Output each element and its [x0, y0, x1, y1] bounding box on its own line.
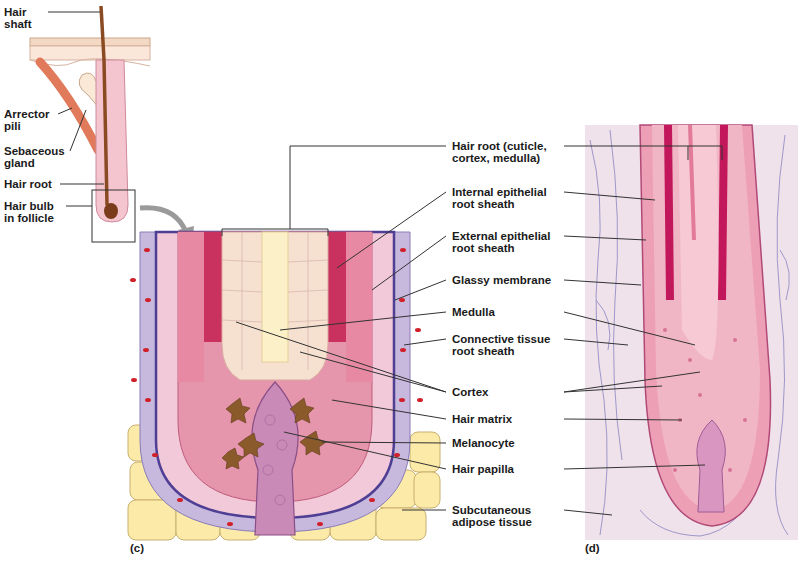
part-label: Hair matrix [452, 413, 560, 425]
leader-lines-d [564, 146, 705, 515]
leader-lines-left [48, 12, 104, 206]
hair-bulb-drawing [130, 229, 423, 535]
part-label: Arrector pili [4, 108, 58, 132]
leader-lines-c [236, 146, 446, 510]
part-label: Glassy membrane [452, 274, 560, 286]
part-label: Connective tissue root sheath [452, 333, 560, 357]
part-label: Internal epithelial root sheath [452, 186, 560, 210]
part-label: Sebaceous gland [4, 145, 70, 169]
part-label: Hair bulb in follicle [4, 200, 66, 224]
part-label: Hair papilla [452, 463, 560, 475]
micrograph [585, 125, 798, 540]
part-label: (c) [130, 542, 170, 554]
overview-figure [30, 6, 194, 244]
part-label: Cortex [452, 386, 560, 398]
part-label: (d) [585, 542, 625, 554]
part-label: Melanocyte [452, 437, 560, 449]
part-label: Hair shaft [4, 6, 46, 30]
part-label: Subcutaneous adipose tissue [452, 504, 560, 528]
part-label: Hair root [4, 178, 84, 190]
part-label: Hair root (cuticle, cortex, medulla) [452, 140, 552, 164]
part-label: External epithelial root sheath [452, 230, 560, 254]
part-label: Medulla [452, 306, 560, 318]
